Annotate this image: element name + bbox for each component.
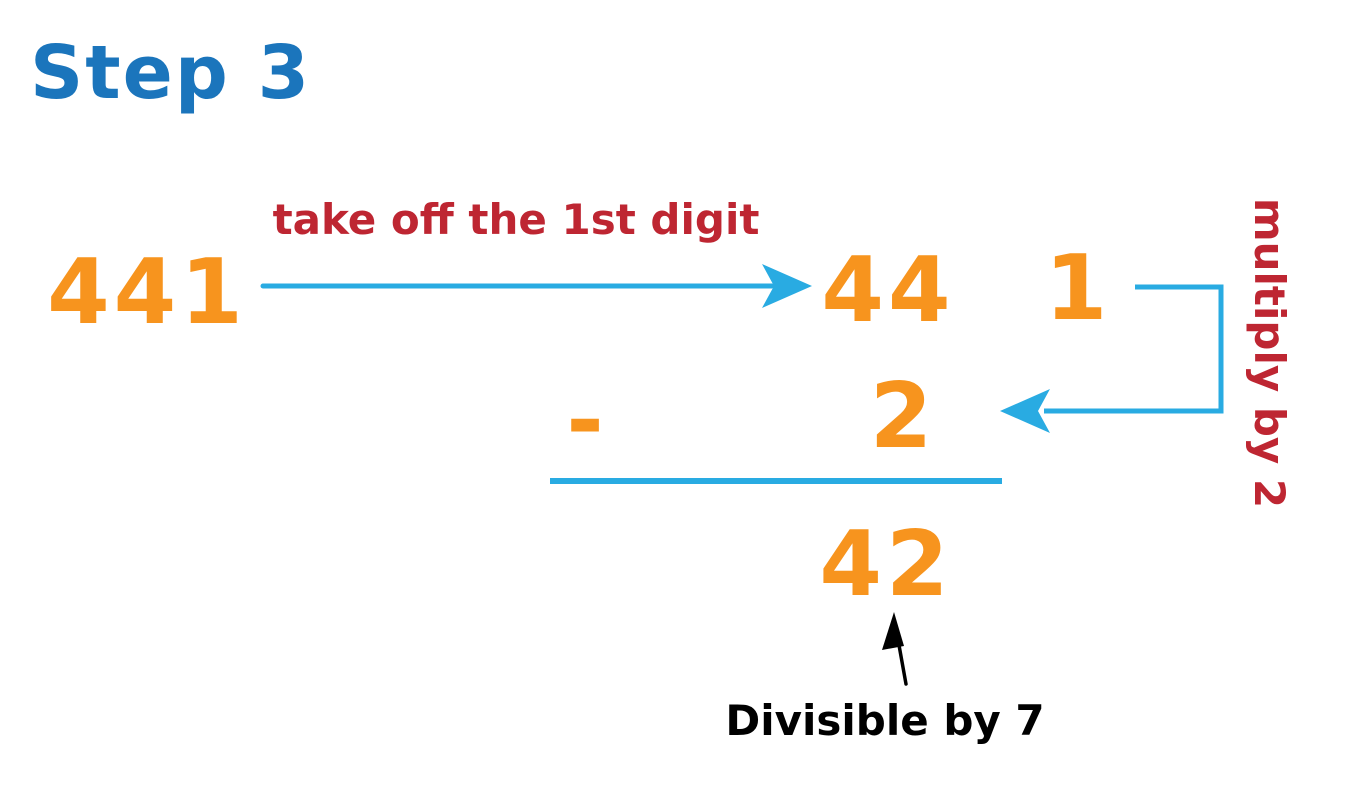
result-pointer-head-icon	[882, 612, 904, 650]
start-number: 441	[47, 239, 247, 345]
step-heading: Step 3	[30, 30, 312, 116]
take-off-arrow-head-icon	[762, 264, 812, 308]
result-pointer-line	[895, 632, 908, 686]
result-label: Divisible by 7	[725, 695, 1045, 745]
multiply-arrow-head-icon	[1000, 389, 1050, 433]
subtracted-value: 2	[869, 363, 937, 469]
multiply-label: multiply by 2	[1245, 197, 1295, 509]
removed-digit: 1	[1044, 235, 1112, 341]
minus-sign: -	[566, 367, 608, 473]
result-number: 42	[819, 511, 953, 617]
take-off-label: take off the 1st digit	[272, 194, 760, 244]
remaining-number: 44	[821, 237, 955, 343]
